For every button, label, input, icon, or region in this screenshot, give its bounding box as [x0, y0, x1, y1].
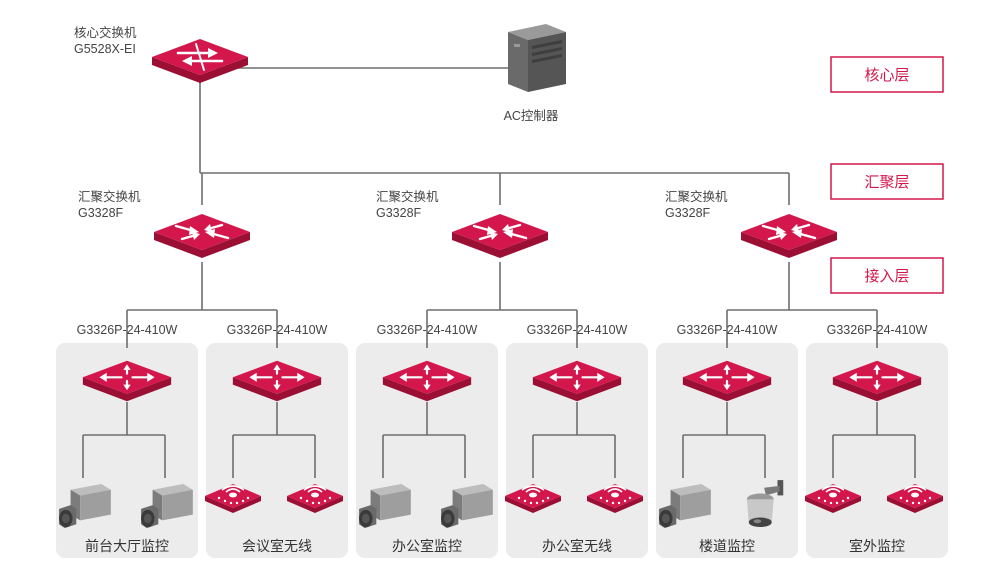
core-switch-name: 核心交换机: [74, 25, 137, 40]
access-switch-model: G3326P-24-410W: [77, 323, 178, 337]
access-group-label: 办公室监控: [392, 538, 462, 554]
layer-access-label: 接入层: [864, 268, 909, 285]
access-switch[interactable]: G3326P-24-410W: [827, 323, 928, 403]
layer-core-label: 核心层: [864, 67, 909, 84]
switch-icon: [739, 212, 839, 260]
access-switch[interactable]: G3326P-24-410W: [77, 323, 178, 403]
aggregation-switch-model: G3328F: [376, 206, 422, 220]
access-group-label: 室外监控: [849, 538, 905, 554]
layer-aggregation-label: 汇聚层: [864, 174, 909, 191]
aggregation-switch-name: 汇聚交换机: [376, 189, 439, 204]
ac-controller-label: AC控制器: [504, 109, 559, 123]
access-group-label: 会议室无线: [242, 538, 312, 554]
access-switch-model: G3326P-24-410W: [527, 323, 628, 337]
connection-lines: [82, 67, 916, 478]
switch-icon: [152, 212, 252, 260]
aggregation-switch[interactable]: 汇聚交换机 G3328F: [665, 189, 839, 260]
aggregation-switch-name: 汇聚交换机: [78, 189, 141, 204]
ac-controller[interactable]: AC控制器: [504, 24, 566, 123]
aggregation-switch-model: G3328F: [78, 206, 124, 220]
access-switch[interactable]: G3326P-24-410W: [527, 323, 628, 403]
aggregation-switch[interactable]: 汇聚交换机 G3328F: [376, 189, 550, 260]
access-group-label: 办公室无线: [542, 538, 612, 554]
access-switch-model: G3326P-24-410W: [227, 323, 328, 337]
aggregation-switch-name: 汇聚交换机: [665, 189, 728, 204]
access-group-label: 前台大厅监控: [85, 538, 169, 554]
access-switch[interactable]: G3326P-24-410W: [227, 323, 328, 403]
layer-legend: 核心层 汇聚层 接入层: [830, 56, 944, 294]
access-switch[interactable]: G3326P-24-410W: [377, 323, 478, 403]
core-switch[interactable]: 核心交换机 G5528X-EI: [74, 25, 250, 85]
aggregation-switches: 汇聚交换机 G3328F 汇聚交换机 G3328F 汇聚交换机 G3328F: [78, 189, 839, 260]
core-switch-model: G5528X-EI: [74, 42, 136, 56]
access-group-label: 楼道监控: [699, 538, 755, 554]
aggregation-switch[interactable]: 汇聚交换机 G3328F: [78, 189, 252, 260]
access-switch[interactable]: G3326P-24-410W: [677, 323, 778, 403]
aggregation-switch-model: G3328F: [665, 206, 711, 220]
switch-icon: [450, 212, 550, 260]
access-switches: G3326P-24-410W 前台大厅监控 G3326P-24-410W 会议室无线 G…: [59, 323, 944, 554]
server-icon: [508, 24, 566, 92]
access-switch-model: G3326P-24-410W: [827, 323, 928, 337]
access-switch-model: G3326P-24-410W: [377, 323, 478, 337]
access-group-panels: [56, 343, 948, 558]
access-switch-model: G3326P-24-410W: [677, 323, 778, 337]
